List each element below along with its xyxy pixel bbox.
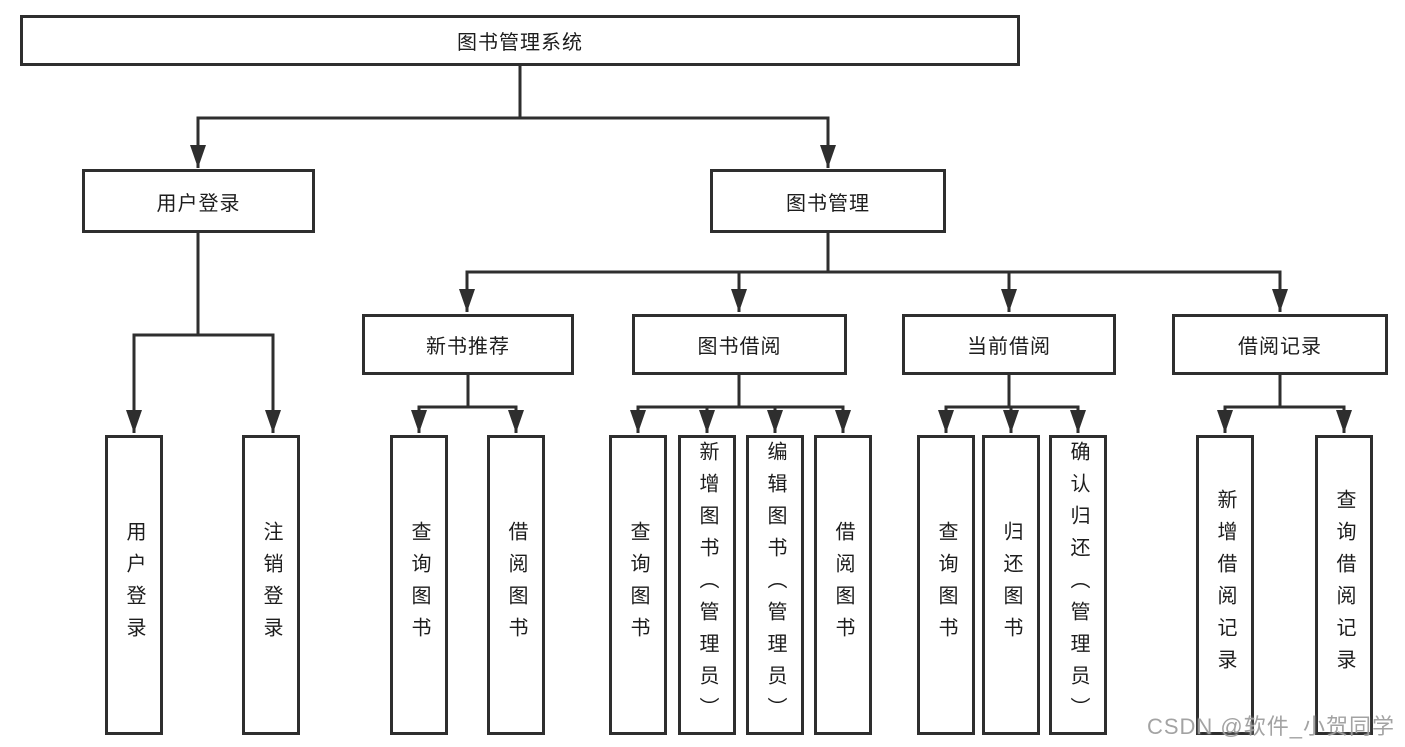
node-book-management: 图书管理: [710, 169, 946, 233]
leaf-recommend-borrow-books: 借阅图书: [487, 435, 545, 735]
node-current-borrowing-label: 当前借阅: [967, 336, 1051, 358]
leaf-user-login-label: 用户登录: [123, 521, 145, 649]
connector-current-borrowing: [938, 373, 1086, 433]
leaf-records-add-record: 新增借阅记录: [1196, 435, 1254, 735]
csdn-watermark: CSDN @软件_小贺同学: [1146, 714, 1395, 739]
connector-book-borrowing: [630, 373, 851, 433]
leaf-borrowing-borrow-books-label: 借阅图书: [832, 521, 854, 649]
connector-new-book-recommend: [411, 373, 524, 433]
leaf-logout-label: 注销登录: [260, 521, 282, 649]
leaf-user-login: 用户登录: [105, 435, 163, 735]
leaf-current-return-books: 归还图书: [982, 435, 1040, 735]
node-library-system-label: 图书管理系统: [457, 32, 583, 54]
node-book-management-label: 图书管理: [786, 192, 870, 215]
node-borrowing-records: 借阅记录: [1172, 314, 1388, 375]
node-book-borrowing-label: 图书借阅: [697, 336, 782, 358]
leaf-borrowing-edit-books-admin: 编辑图书（管理员）: [746, 435, 804, 735]
node-library-system: 图书管理系统: [20, 15, 1020, 66]
leaf-records-query-record: 查询借阅记录: [1315, 435, 1373, 735]
leaf-current-confirm-return-admin-label: 确认归还（管理员）: [1067, 441, 1089, 729]
node-user-login: 用户登录: [82, 169, 315, 233]
node-book-borrowing: 图书借阅: [632, 314, 847, 375]
connector-user-login: [126, 231, 281, 433]
leaf-current-query-books: 查询图书: [917, 435, 975, 735]
leaf-recommend-query-books: 查询图书: [390, 435, 448, 735]
connector-book-management: [459, 231, 1288, 312]
leaf-borrowing-query-books-label: 查询图书: [627, 521, 649, 649]
leaf-records-add-record-label: 新增借阅记录: [1214, 489, 1236, 681]
node-borrowing-records-label: 借阅记录: [1238, 336, 1322, 358]
leaf-current-return-books-label: 归还图书: [1000, 521, 1022, 649]
leaf-borrowing-add-books-admin: 新增图书（管理员）: [678, 435, 736, 735]
leaf-recommend-borrow-books-label: 借阅图书: [505, 521, 527, 649]
leaf-logout: 注销登录: [242, 435, 300, 735]
connector-root: [190, 64, 836, 168]
node-new-book-recommend: 新书推荐: [362, 314, 574, 375]
leaf-borrowing-query-books: 查询图书: [609, 435, 667, 735]
node-new-book-recommend-label: 新书推荐: [426, 336, 510, 358]
leaf-current-confirm-return-admin: 确认归还（管理员）: [1049, 435, 1107, 735]
leaf-current-query-books-label: 查询图书: [935, 521, 957, 649]
leaf-records-query-record-label: 查询借阅记录: [1333, 489, 1355, 681]
leaf-recommend-query-books-label: 查询图书: [408, 521, 430, 649]
leaf-borrowing-borrow-books: 借阅图书: [814, 435, 872, 735]
leaf-borrowing-add-books-admin-label: 新增图书（管理员）: [696, 441, 718, 729]
node-user-login-label: 用户登录: [156, 192, 241, 215]
node-current-borrowing: 当前借阅: [902, 314, 1116, 375]
connector-borrowing-records: [1217, 373, 1352, 433]
leaf-borrowing-edit-books-admin-label: 编辑图书（管理员）: [764, 441, 786, 729]
